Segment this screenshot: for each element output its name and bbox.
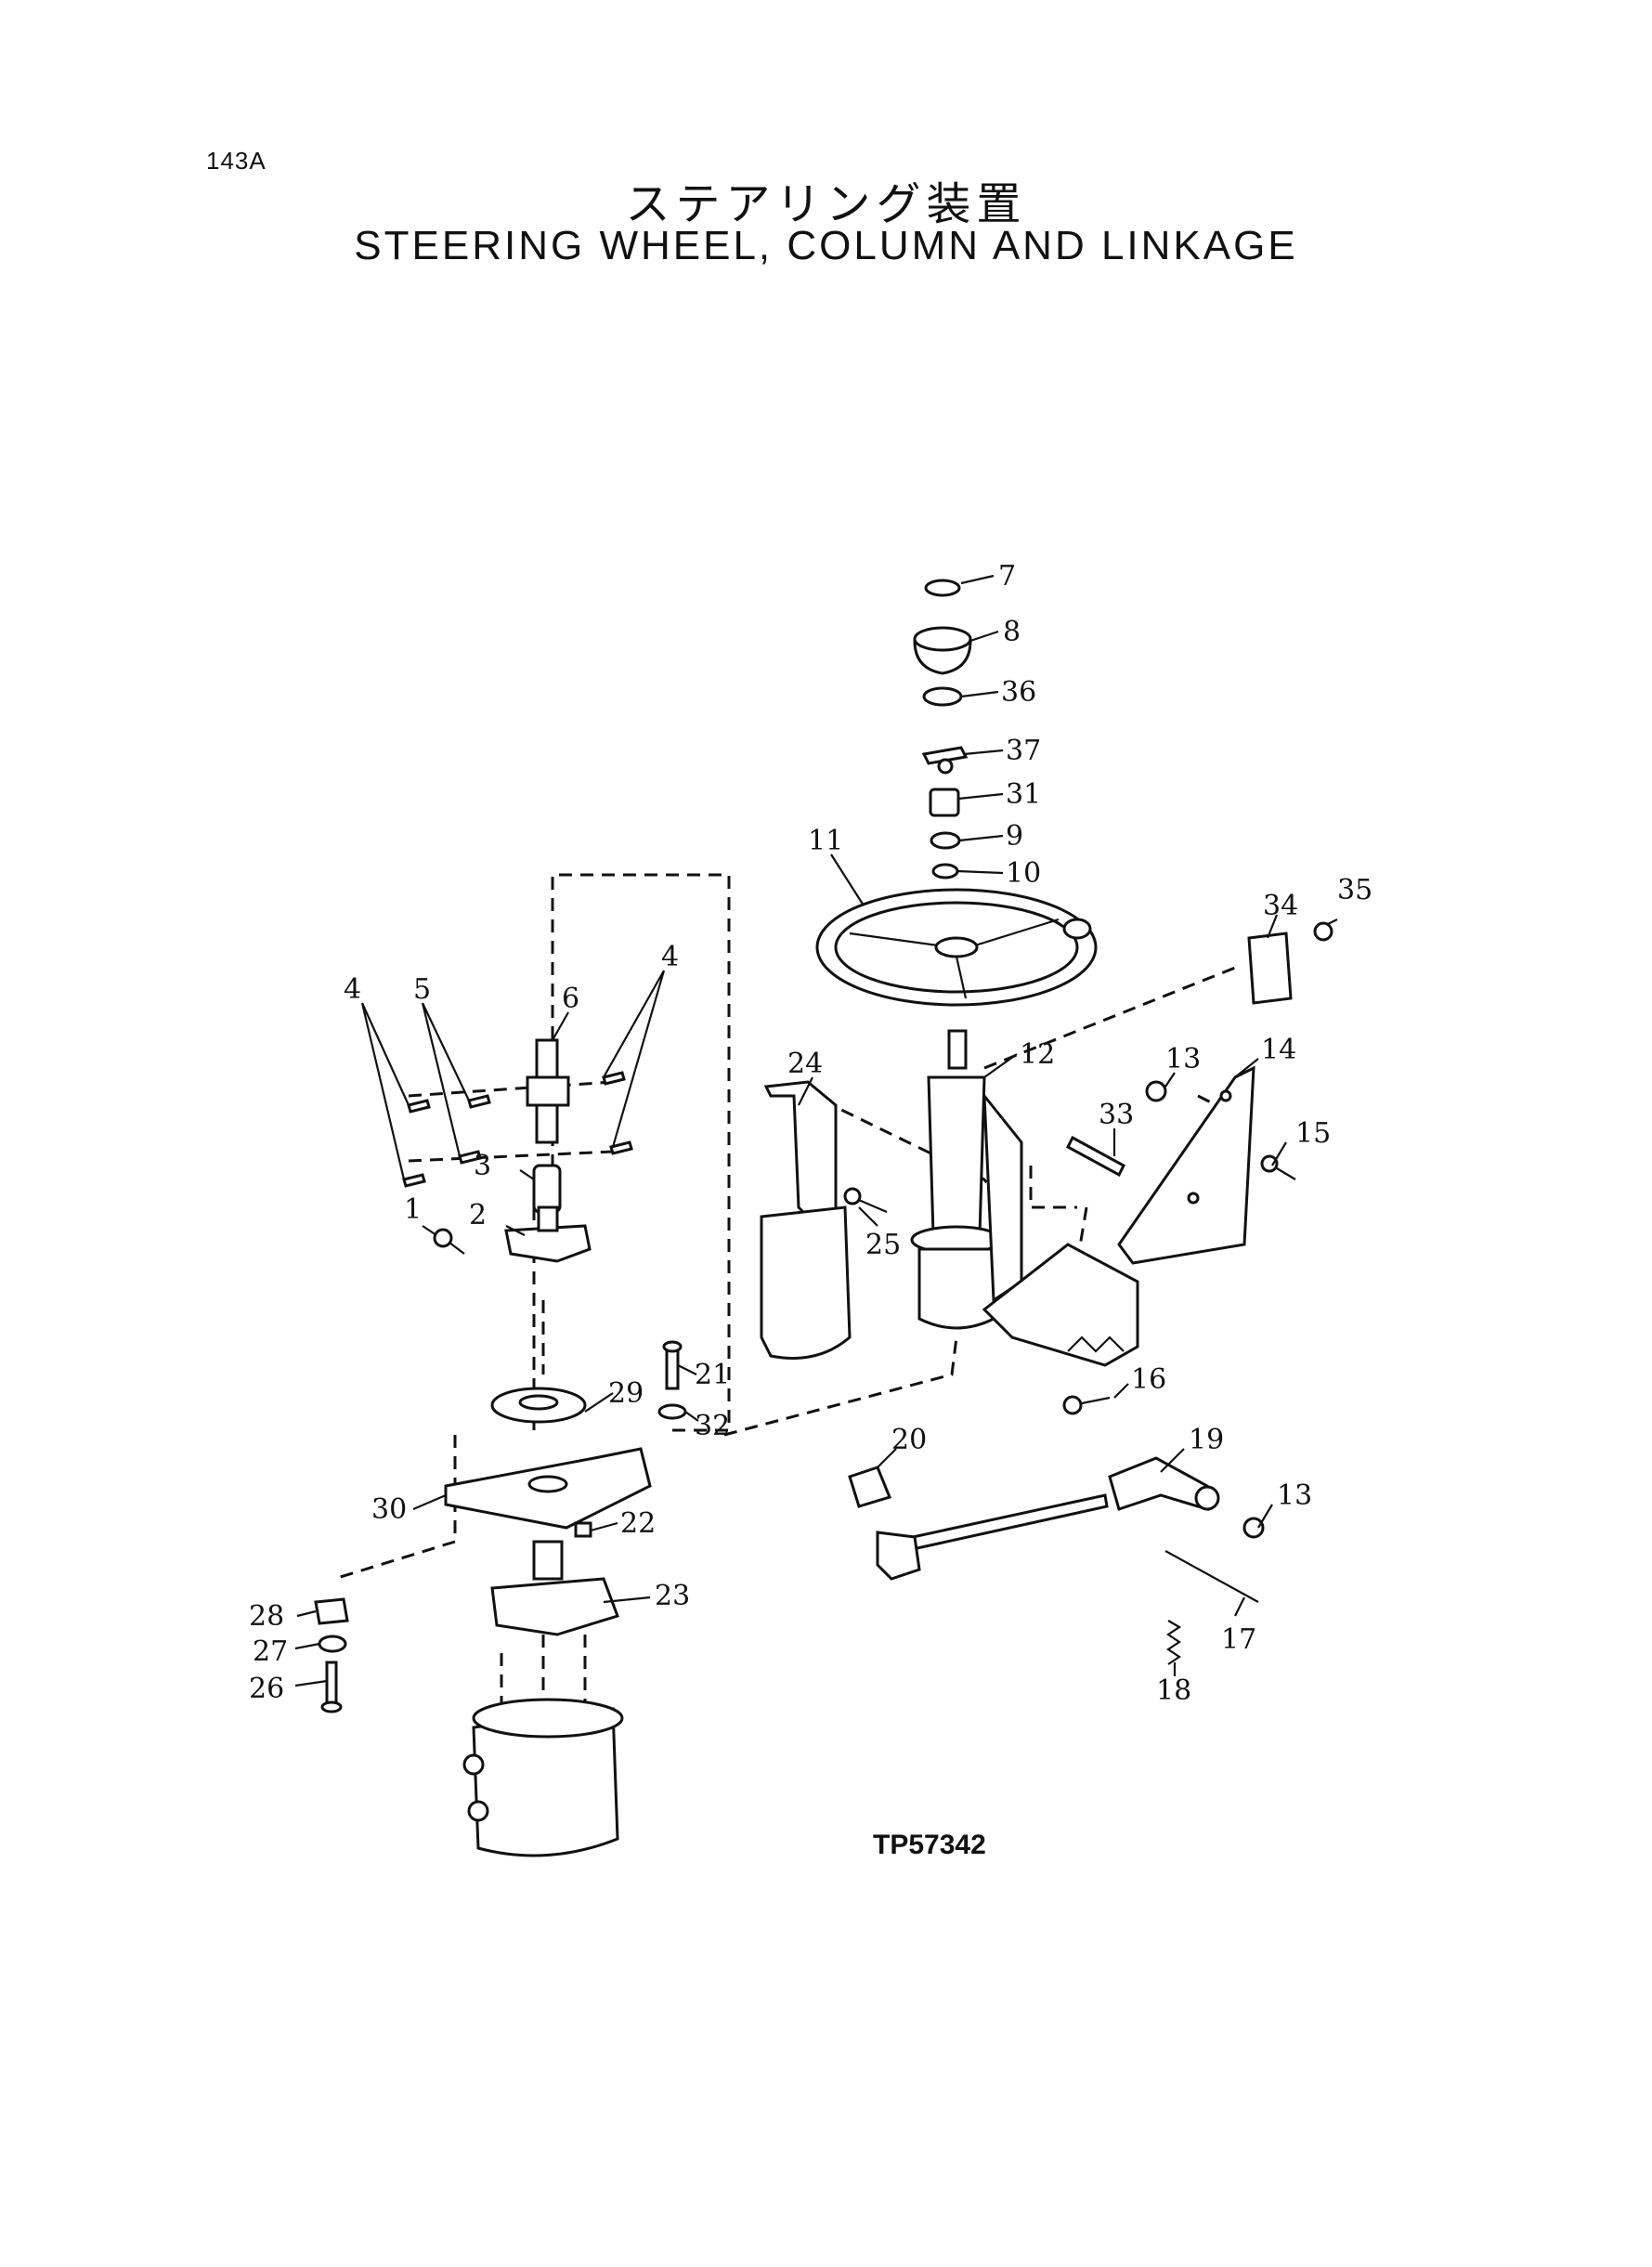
drawing-code: TP57342 — [873, 1830, 986, 1860]
seal-29 — [490, 1387, 587, 1424]
callout-34: 34 — [1263, 890, 1298, 922]
bolt-25 — [843, 1187, 888, 1214]
callout-12: 12 — [1020, 1038, 1055, 1071]
callout-33: 33 — [1099, 1099, 1134, 1131]
callout-32: 32 — [695, 1410, 730, 1442]
callout-16: 16 — [1131, 1363, 1166, 1396]
page-number: 143A — [206, 147, 267, 175]
callout-17: 17 — [1221, 1623, 1256, 1656]
callout-15: 15 — [1295, 1117, 1331, 1150]
callout-13-upper: 13 — [1165, 1043, 1201, 1075]
nut-28 — [314, 1597, 349, 1625]
callout-27: 27 — [253, 1635, 288, 1668]
steering-column-12 — [910, 1029, 1023, 1330]
title-english: STEERING WHEEL, COLUMN AND LINKAGE — [354, 223, 1298, 268]
snap-ring-36 — [922, 686, 963, 707]
callout-29: 29 — [608, 1377, 644, 1410]
callout-6: 6 — [562, 983, 579, 1015]
pin-33 — [1066, 1135, 1125, 1178]
bolt-26 — [320, 1661, 343, 1713]
callout-11: 11 — [808, 825, 843, 857]
lever-19 — [1108, 1456, 1220, 1512]
washer-27 — [318, 1635, 347, 1653]
spring-18 — [1166, 1620, 1182, 1665]
callout-5: 5 — [413, 973, 431, 1006]
contact-spring-37 — [921, 746, 969, 775]
callout-10: 10 — [1006, 857, 1041, 890]
callout-19: 19 — [1189, 1424, 1224, 1456]
callout-37: 37 — [1006, 735, 1041, 767]
steering-wheel-11 — [815, 888, 1098, 1007]
pin-5 — [458, 1094, 491, 1165]
callout-2: 2 — [469, 1199, 487, 1231]
bushing-31 — [929, 788, 960, 817]
bracket-14 — [1117, 1065, 1255, 1265]
horn-button-8 — [913, 626, 972, 675]
callout-25: 25 — [865, 1229, 901, 1261]
callout-14: 14 — [1261, 1034, 1296, 1066]
callout-23: 23 — [655, 1580, 690, 1612]
callout-26: 26 — [249, 1673, 284, 1705]
column-cover-24 — [760, 1080, 852, 1360]
mounting-plate-30 — [444, 1447, 652, 1530]
title-japanese: ステアリング装置 — [625, 178, 1027, 230]
shaft-3 — [532, 1164, 562, 1214]
callout-35: 35 — [1337, 874, 1372, 906]
bolt-21 — [662, 1340, 683, 1390]
callout-30: 30 — [371, 1493, 407, 1526]
nut-13-upper — [1145, 1080, 1167, 1102]
callout-31: 31 — [1006, 778, 1041, 811]
leader-lines — [294, 574, 1287, 1687]
washer-10 — [931, 863, 959, 879]
tilt-lever-plate — [982, 1243, 1139, 1367]
callout-24: 24 — [787, 1048, 823, 1080]
spacer-22 — [574, 1521, 592, 1538]
callout-13-lower: 13 — [1277, 1479, 1312, 1512]
universal-joint-6 — [526, 1038, 570, 1144]
callout-7: 7 — [998, 560, 1016, 593]
callout-9: 9 — [1006, 820, 1023, 853]
pin-4 — [402, 1071, 633, 1188]
callout-3: 3 — [474, 1150, 491, 1182]
callout-28: 28 — [249, 1600, 284, 1633]
callout-20: 20 — [891, 1424, 927, 1456]
rod-20 — [848, 1466, 1109, 1581]
horn-cap-7 — [924, 579, 961, 597]
rod-17 — [1164, 1550, 1259, 1603]
callout-21: 21 — [695, 1359, 730, 1391]
flange-2 — [504, 1205, 592, 1263]
bolt-35 — [1313, 919, 1338, 942]
steering-unit-23 — [462, 1540, 624, 1857]
bolt-1 — [433, 1228, 465, 1255]
callout-4-right: 4 — [661, 941, 679, 973]
callout-18: 18 — [1156, 1674, 1191, 1707]
nut-13-lower — [1242, 1517, 1265, 1539]
callout-36: 36 — [1001, 676, 1036, 709]
callout-22: 22 — [620, 1507, 656, 1540]
callout-4-left: 4 — [344, 973, 361, 1006]
washer-32 — [657, 1403, 687, 1420]
callout-8: 8 — [1003, 616, 1021, 648]
plate-34 — [1247, 932, 1293, 1005]
callout-labels: 7 8 36 37 31 9 10 11 12 34 35 13 14 15 3… — [249, 560, 1372, 1707]
nut-9 — [930, 831, 961, 850]
callout-1: 1 — [404, 1193, 422, 1226]
bolt-15 — [1260, 1154, 1296, 1180]
bolt-16 — [1062, 1395, 1111, 1415]
